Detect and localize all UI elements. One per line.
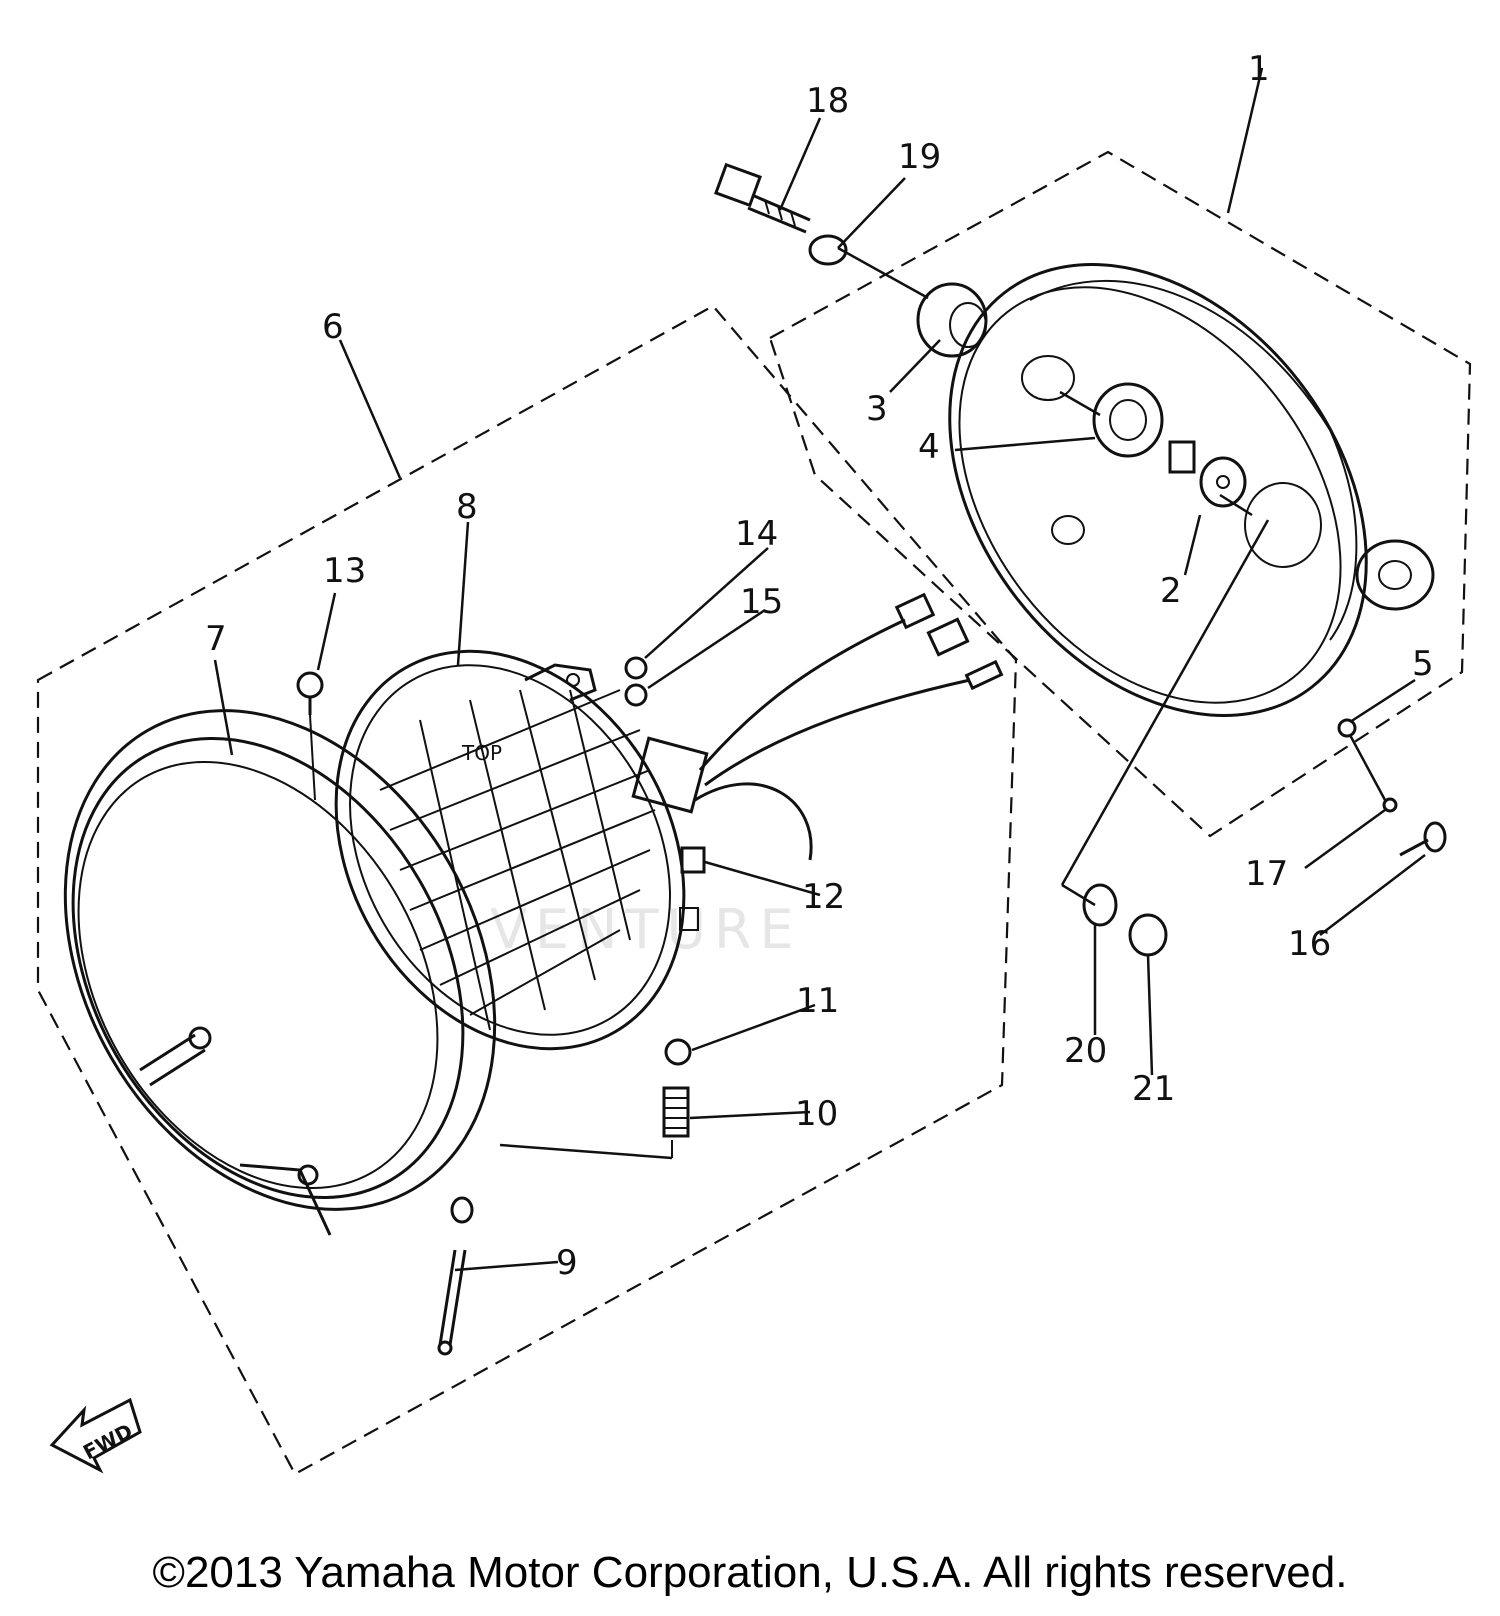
washer-part-20 (1082, 883, 1118, 927)
callout-12: 12 (802, 877, 845, 917)
leader-lines (213, 67, 1426, 1272)
group-box-body (768, 150, 1472, 838)
callout-13: 13 (323, 551, 366, 591)
fwd-label: FWD (79, 1419, 136, 1465)
headlight-lens-part-8: TOP (334, 649, 686, 1051)
callout-14: 14 (735, 514, 778, 554)
lens-top-marking: TOP (461, 741, 502, 765)
nut-part-21 (1128, 913, 1168, 957)
callout-17: 17 (1245, 854, 1288, 894)
callout-18: 18 (806, 81, 849, 121)
callout-5: 5 (1412, 644, 1434, 684)
part-17 (1382, 797, 1398, 813)
collar-part-3 (916, 282, 988, 358)
callout-15: 15 (740, 582, 783, 622)
callout-2: 2 (1160, 571, 1182, 611)
washer-part-2 (1168, 440, 1247, 508)
part-5 (1337, 718, 1357, 738)
part-12 (680, 846, 706, 874)
callout-3: 3 (866, 389, 888, 429)
spring-part-10 (662, 1086, 690, 1138)
callout-8: 8 (456, 487, 478, 527)
callout-7: 7 (205, 619, 227, 659)
group-box-unit (36, 304, 1018, 1476)
screw-part-9 (437, 1196, 474, 1356)
part-11 (664, 1038, 692, 1066)
headlight-body (948, 263, 1435, 717)
callout-20: 20 (1064, 1031, 1107, 1071)
screw-part-16 (1399, 821, 1447, 857)
part-15 (624, 683, 648, 707)
callout-6: 6 (322, 307, 344, 347)
headlight-rim-part-7 (63, 709, 497, 1236)
callout-19: 19 (898, 137, 941, 177)
callouts: 1 2 3 4 5 6 7 8 9 10 11 12 13 14 15 16 1… (205, 49, 1434, 1283)
fwd-arrow: FWD (49, 1397, 142, 1474)
callout-11: 11 (796, 981, 839, 1021)
screw-part-13 (296, 671, 324, 715)
grommet-part-4 (1092, 382, 1164, 458)
callout-4: 4 (918, 427, 940, 467)
callout-10: 10 (795, 1094, 838, 1134)
callout-21: 21 (1132, 1069, 1175, 1109)
callout-9: 9 (556, 1243, 578, 1283)
part-14 (624, 656, 648, 680)
copyright-footer: ©2013 Yamaha Motor Corporation, U.S.A. A… (152, 1548, 1348, 1597)
callout-1: 1 (1248, 49, 1270, 89)
socket-and-wiring (631, 592, 1004, 861)
washer-part-19 (808, 234, 848, 266)
callout-16: 16 (1288, 924, 1331, 964)
watermark-text: VENTURE (490, 898, 802, 961)
